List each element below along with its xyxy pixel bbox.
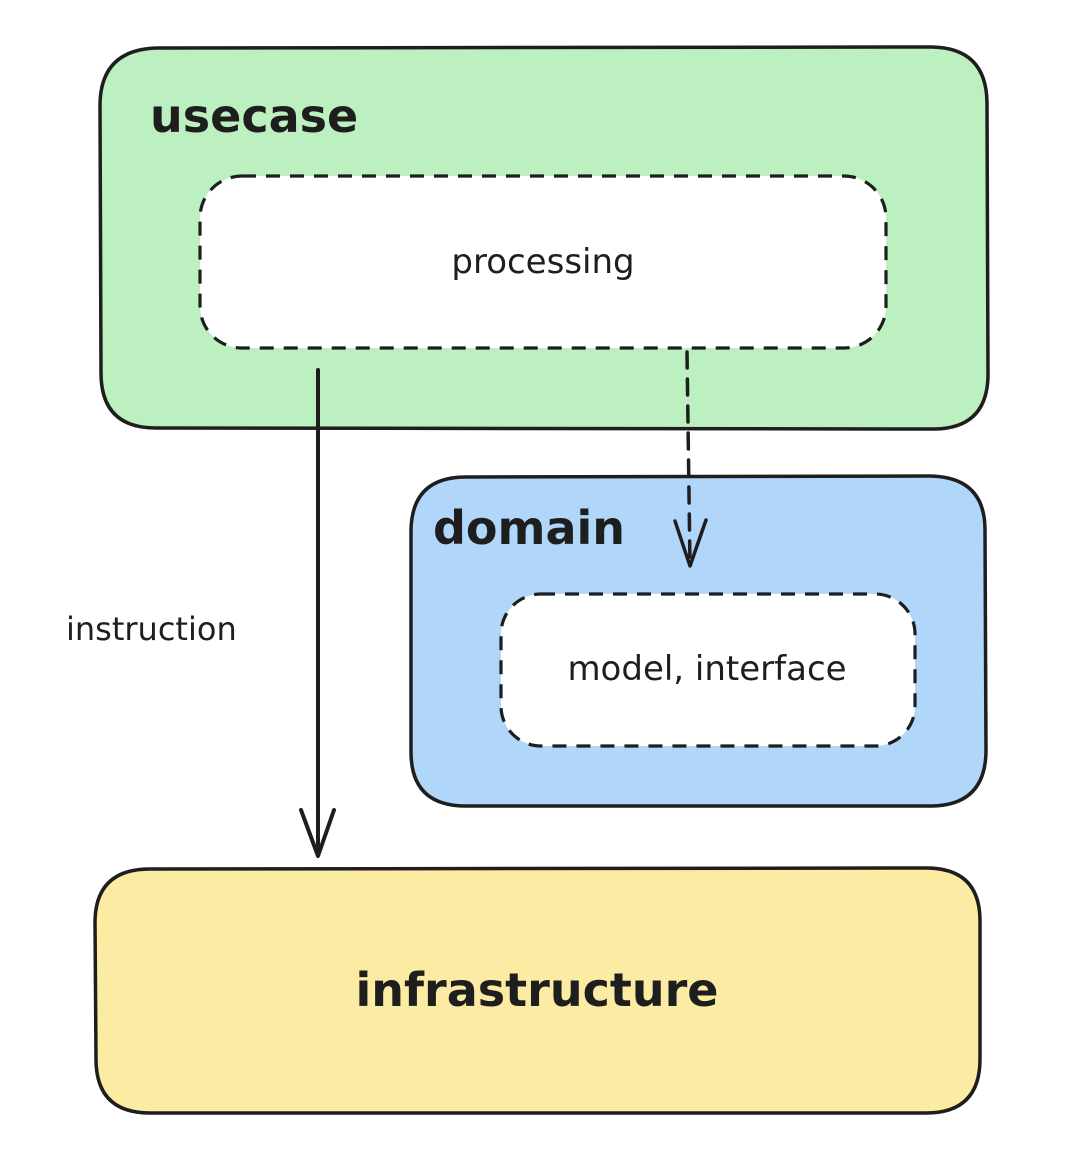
domain-node[interactable]: domain model, interface — [409, 474, 988, 808]
domain-label: domain — [433, 501, 625, 555]
processing-box[interactable] — [198, 174, 888, 350]
usecase-label: usecase — [150, 89, 358, 143]
dependency-arrow-line — [685, 350, 692, 567]
instruction-arrow-head — [299, 808, 336, 858]
infrastructure-label: infrastructure — [356, 963, 719, 1017]
infrastructure-box — [93, 866, 982, 1115]
instruction-label: instruction — [66, 610, 237, 648]
instruction-arrow[interactable]: instruction — [66, 368, 336, 858]
dependency-arrow[interactable] — [673, 350, 708, 568]
dependency-arrow-head — [673, 518, 708, 568]
model-interface-label: model, interface — [567, 649, 846, 689]
infrastructure-node[interactable]: infrastructure — [93, 866, 982, 1115]
usecase-node[interactable]: usecase processing — [98, 45, 990, 431]
processing-label: processing — [451, 242, 634, 282]
model-interface-box[interactable] — [499, 592, 917, 748]
